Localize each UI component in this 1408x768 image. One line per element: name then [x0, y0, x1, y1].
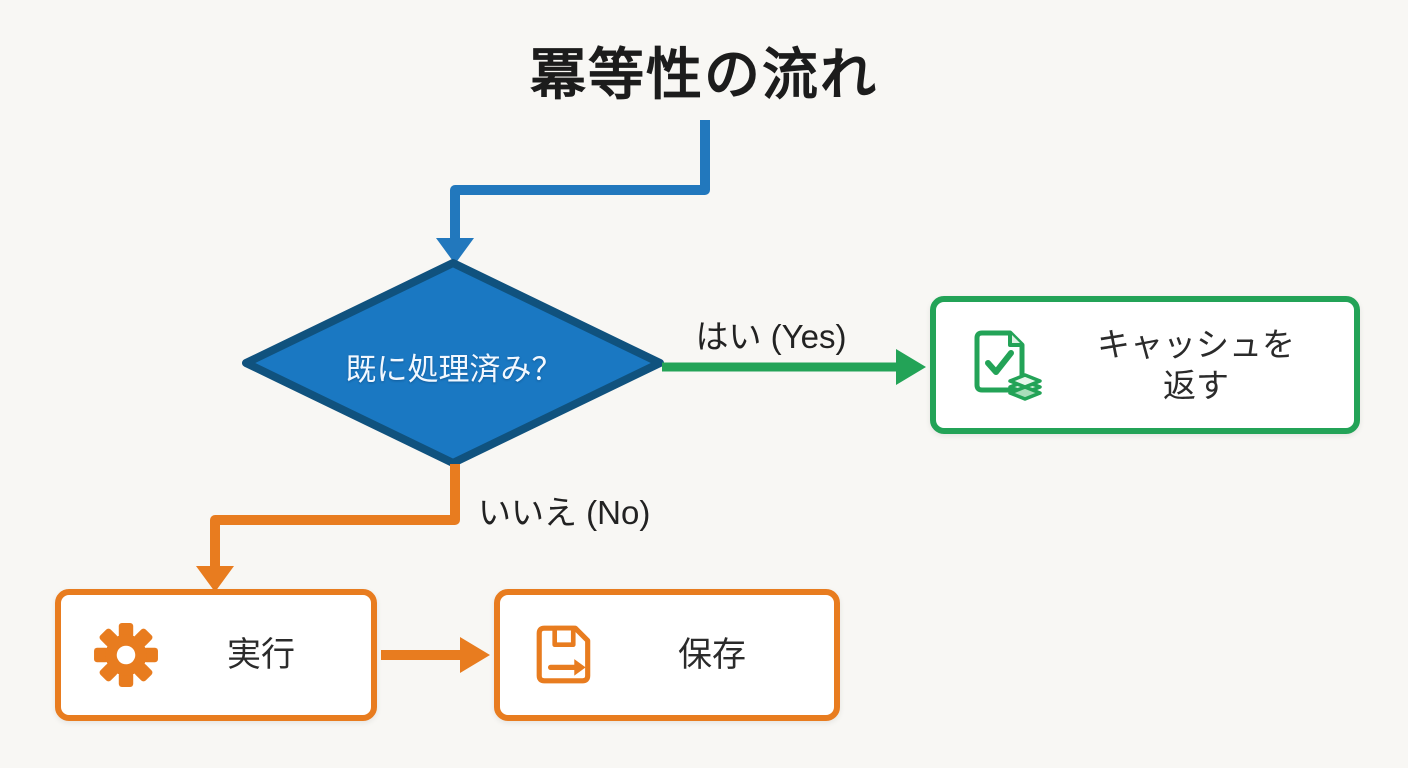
- arrowhead-down-orange: [196, 566, 234, 592]
- edge-execute-to-save: [381, 637, 490, 673]
- gear-icon: [93, 622, 159, 688]
- node-return-cache-label: キャッシュを返す: [1097, 325, 1295, 404]
- floppy-disk-icon: [532, 622, 598, 688]
- decision-diamond: [242, 259, 664, 467]
- edge-label-no: いいえ (No): [478, 494, 651, 531]
- edge-no: [196, 464, 460, 592]
- node-execute: 実行: [55, 589, 377, 721]
- edge-yes: [662, 349, 926, 385]
- node-execute-label: 実行: [227, 635, 295, 674]
- node-save-label: 保存: [678, 635, 746, 674]
- document-check-stack-icon: [968, 325, 1046, 405]
- decision-node-label: 既に処理済み？: [345, 352, 563, 387]
- node-save: 保存: [494, 589, 840, 721]
- page-title: 冪等性の流れ: [530, 43, 878, 106]
- arrowhead-right-orange: [460, 637, 490, 673]
- edge-label-yes: はい (Yes): [695, 318, 847, 355]
- arrowhead-down-blue: [436, 238, 474, 264]
- node-return-cache: キャッシュを返す: [930, 296, 1360, 434]
- arrowhead-right-green: [896, 349, 926, 385]
- edge-title-to-decision: [436, 120, 710, 264]
